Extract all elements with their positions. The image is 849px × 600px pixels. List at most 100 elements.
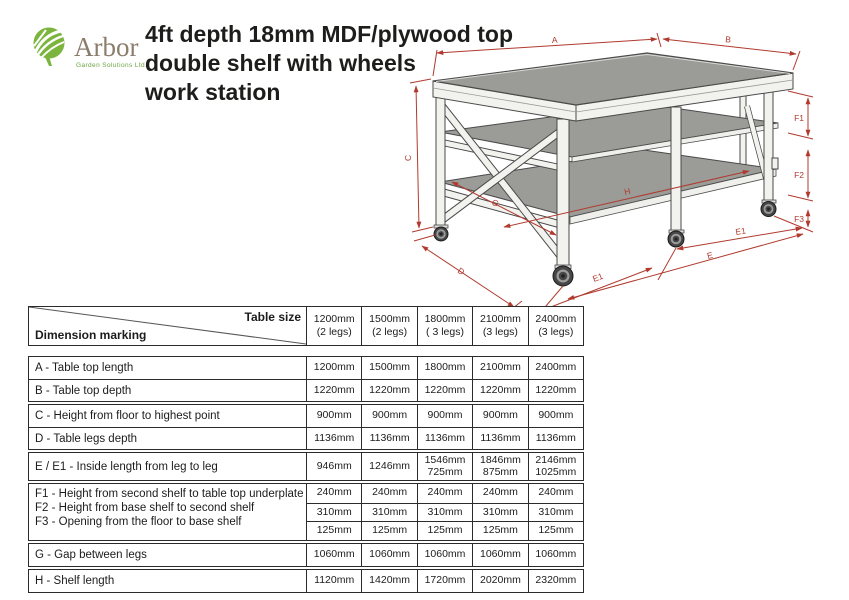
col-legs: (2 legs)	[316, 326, 352, 338]
table-top	[432, 52, 794, 122]
value-cell: 310mm	[472, 503, 527, 522]
row-label: G - Gap between legs	[35, 548, 147, 561]
dim-label-c: C	[403, 155, 413, 161]
value-cell: 1136mm	[472, 428, 527, 449]
dimension-lines	[409, 32, 814, 310]
value-cell: 125mm	[472, 522, 527, 540]
logo-name: Arbor	[74, 32, 139, 62]
value-cell: 1220mm	[361, 380, 416, 401]
value-cell: 125mm	[527, 522, 583, 540]
value-cell: 1060mm	[527, 543, 583, 566]
value-cell: 2400mm	[527, 357, 583, 379]
value-cell: 1420mm	[361, 569, 416, 592]
dim-label-e: E	[706, 250, 714, 261]
group-e: E / E1 - Inside length from leg to leg 9…	[28, 452, 584, 481]
row-c: C - Height from floor to highest point 9…	[29, 405, 583, 427]
value-cell: 2020mm	[472, 569, 527, 592]
arbor-tree-icon	[33, 27, 65, 66]
value-cell: 1220mm	[472, 380, 527, 401]
header-col-2100: 2100mm (3 legs)	[472, 307, 527, 345]
dim-label-e1-left: E1	[591, 271, 605, 284]
table-header-row: Table size Dimension marking 1200mm (2 l…	[28, 306, 584, 346]
value-cell: 1120mm	[306, 569, 361, 592]
value-cell: 240mm	[416, 484, 472, 503]
col-size: 2400mm	[535, 312, 577, 325]
value-cell: 1220mm	[527, 380, 583, 401]
value-cell: 1800mm	[416, 357, 472, 379]
row-f3: 125mm 125mm 125mm 125mm 125mm	[306, 521, 583, 540]
group-cd: C - Height from floor to highest point 9…	[28, 404, 584, 450]
value-cell: 310mm	[416, 503, 472, 522]
title-line-2: double shelf with wheels	[145, 49, 416, 76]
row-g: G - Gap between legs 1060mm 1060mm 1060m…	[29, 543, 583, 566]
row-b: B - Table top depth 1220mm 1220mm 1220mm…	[29, 379, 583, 401]
f3-label: F3 - Opening from the floor to base shel…	[35, 516, 242, 528]
row-label: D - Table legs depth	[35, 432, 138, 445]
col-size: 1800mm	[424, 312, 466, 325]
dim-label-h: H	[623, 186, 631, 197]
value-cell: 2320mm	[527, 569, 583, 592]
value-cell: 310mm	[527, 503, 583, 522]
row-label: E / E1 - Inside length from leg to leg	[35, 460, 218, 473]
col-size: 1200mm	[313, 312, 355, 325]
dim-label-b: B	[725, 34, 732, 45]
value-cell: 1060mm	[361, 543, 416, 566]
title-line-3: work station	[145, 78, 281, 105]
arbor-logo: Arbor Garden Solutions Ltd.	[30, 26, 147, 70]
row-h: H - Shelf length 1120mm 1420mm 1720mm 20…	[29, 569, 583, 592]
col-size: 1500mm	[369, 312, 411, 325]
row-label: C - Height from floor to highest point	[35, 410, 220, 422]
dim-label-f1: F1	[794, 113, 804, 123]
group-g: G - Gap between legs 1060mm 1060mm 1060m…	[28, 542, 584, 567]
value-cell: 240mm	[361, 484, 416, 503]
row-label-f-block: F1 - Height from second shelf to table t…	[29, 484, 306, 540]
row-a: A - Table top length 1200mm 1500mm 1800m…	[29, 357, 583, 379]
workstation-diagram: A B C D G H F1 F2 F3 E1 E E1	[403, 32, 814, 310]
group-f: F1 - Height from second shelf to table t…	[28, 483, 584, 541]
dim-label-e1-right: E1	[735, 225, 747, 237]
row-label: A - Table top length	[35, 362, 134, 374]
value-cell: 900mm	[416, 405, 472, 427]
col-legs: (2 legs)	[372, 326, 408, 338]
dim-label-g: G	[490, 197, 500, 209]
value-cell: 900mm	[361, 405, 416, 427]
value-cell: 240mm	[527, 484, 583, 503]
row-e: E / E1 - Inside length from leg to leg 9…	[29, 453, 583, 480]
header-table-size: Table size	[244, 310, 301, 324]
value-cell: 1220mm	[416, 380, 472, 401]
row-f2: 310mm 310mm 310mm 310mm 310mm	[306, 502, 583, 522]
row-d: D - Table legs depth 1136mm 1136mm 1136m…	[29, 427, 583, 449]
dim-label-a: A	[552, 35, 559, 45]
dimension-table: Table size Dimension marking 1200mm (2 l…	[28, 306, 584, 593]
logo-subtitle: Garden Solutions Ltd.	[76, 62, 148, 69]
header-col-1500: 1500mm (2 legs)	[361, 307, 416, 345]
value-cell: 1220mm	[306, 380, 361, 401]
col-legs: ( 3 legs)	[426, 326, 464, 338]
diagonal-divider	[29, 307, 306, 345]
value-cell: 310mm	[361, 503, 416, 522]
dimension-labels: A B C D G H F1 F2 F3 E1 E E1	[403, 34, 804, 284]
dim-label-f3: F3	[794, 214, 804, 224]
group-h: H - Shelf length 1120mm 1420mm 1720mm 20…	[28, 568, 584, 593]
f1-label: F1 - Height from second shelf to table t…	[35, 488, 304, 500]
header-corner-cell: Table size Dimension marking	[29, 307, 306, 345]
value-cell: 1136mm	[361, 428, 416, 449]
header-dimension-marking: Dimension marking	[35, 328, 147, 342]
value-cell: 1500mm	[361, 357, 416, 379]
value-cell: 1060mm	[416, 543, 472, 566]
value-cell: 2100mm	[472, 357, 527, 379]
value-cell: 1136mm	[527, 428, 583, 449]
value-cell: 240mm	[306, 484, 361, 503]
f2-label: F2 - Height from base shelf to second sh…	[35, 502, 255, 514]
row-f1: 240mm 240mm 240mm 240mm 240mm	[306, 484, 583, 503]
group-ab: A - Table top length 1200mm 1500mm 1800m…	[28, 356, 584, 402]
value-cell: 1246mm	[361, 453, 416, 480]
col-legs: (3 legs)	[482, 326, 518, 338]
col-size: 2100mm	[479, 312, 521, 325]
value-cell: 2146mm 1025mm	[527, 453, 583, 480]
row-label: H - Shelf length	[35, 574, 115, 587]
value-cell: 1136mm	[306, 428, 361, 449]
value-cell: 900mm	[306, 405, 361, 427]
value-cell: 1060mm	[306, 543, 361, 566]
